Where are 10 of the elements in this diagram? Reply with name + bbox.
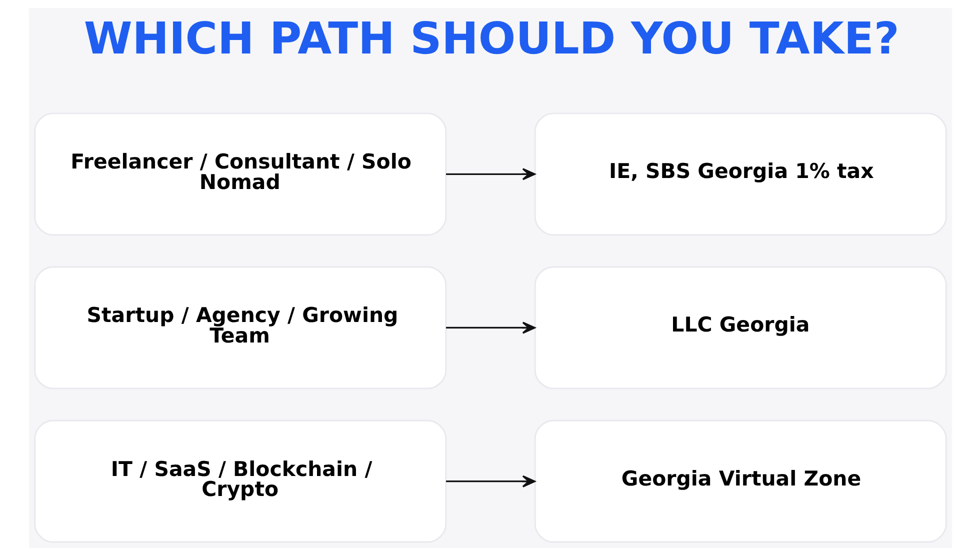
node-box: Startup / Agency / Growing Team xyxy=(34,266,446,390)
node-box: Georgia Virtual Zone xyxy=(534,420,946,543)
node-box: LLC Georgia xyxy=(534,266,946,390)
arrow xyxy=(446,168,535,180)
node-box: IE, SBS Georgia 1% tax xyxy=(534,112,946,236)
arrow xyxy=(446,322,535,334)
diagram-title: WHICH PATH SHOULD YOU TAKE? xyxy=(83,13,899,64)
node-box: IT / SaaS / Blockchain / Crypto xyxy=(34,420,446,543)
arrow xyxy=(446,475,535,488)
node-box: Freelancer / Consultant / Solo Nomad xyxy=(34,112,446,236)
